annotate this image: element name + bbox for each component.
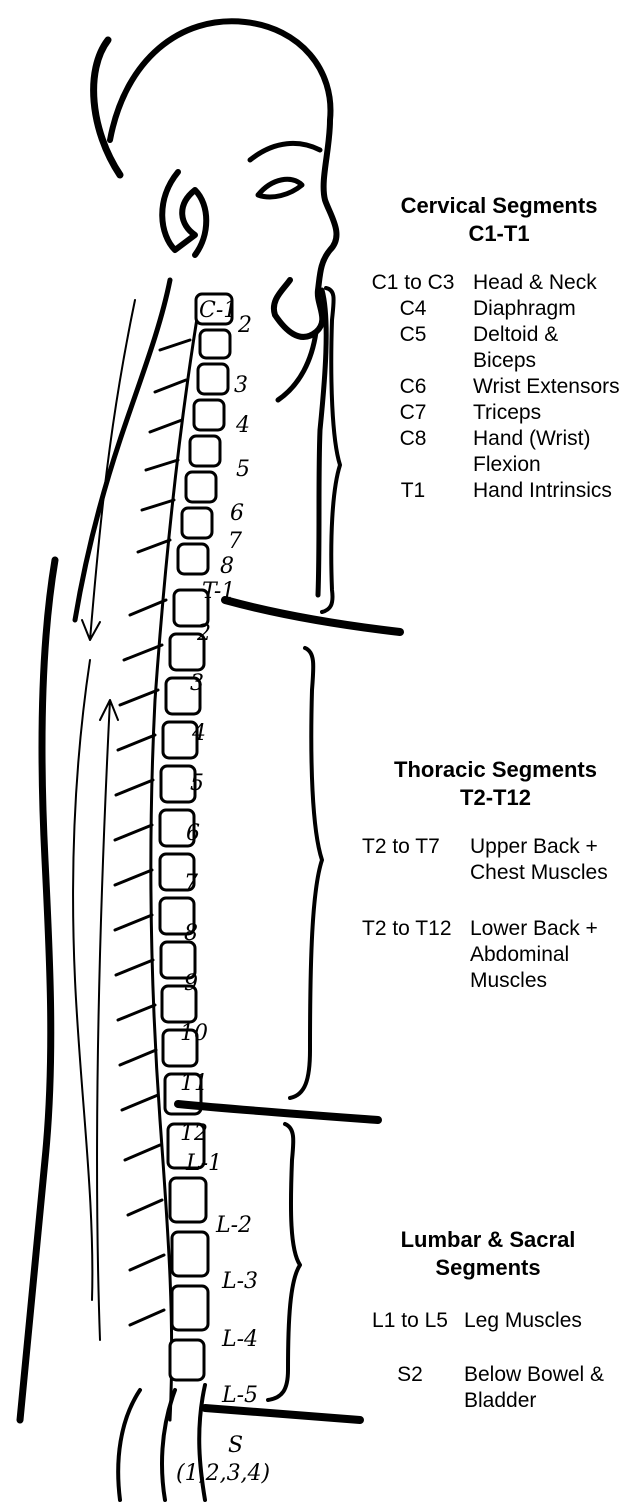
label-t11: 11 [180, 1071, 208, 1096]
label-t2: 2 [196, 621, 211, 646]
label-t10: 10 [180, 1021, 208, 1046]
ear [162, 172, 206, 255]
cervical-row: C4 Diaphragm [365, 296, 633, 322]
muscle-function: Hand (Wrist) Flexion [473, 426, 623, 478]
segment-label: S2 [368, 1362, 452, 1388]
label-s: S [228, 1433, 243, 1458]
label-l4: L-4 [221, 1327, 258, 1352]
back-outline [20, 560, 55, 1420]
label-t1: T-1 [202, 579, 235, 604]
lumbar-row: L1 to L5 Leg Muscles [368, 1308, 633, 1334]
muscle-function: Head & Neck [473, 270, 633, 296]
divider-cervical-thoracic [225, 600, 400, 632]
head-outline [110, 21, 336, 337]
thoracic-row: T2 to T12 Lower Back + Abdominal Muscles [358, 916, 633, 994]
label-c8: 8 [220, 554, 234, 579]
segment-label: C4 [365, 296, 461, 322]
thoracic-title: Thoracic Segments T2-T12 [358, 756, 633, 812]
divider-lumbar-sacral [205, 1408, 360, 1420]
label-c2: 2 [237, 313, 252, 338]
label-c1: C-1 [199, 298, 237, 323]
divider-thoracic-lumbar [178, 1104, 378, 1120]
label-c4: 4 [235, 413, 250, 438]
cervical-title-text: Cervical Segments [365, 192, 633, 220]
neck-front [318, 290, 326, 595]
cervical-row: T1 Hand Intrinsics [365, 478, 633, 504]
muscle-function: Lower Back + Abdominal Muscles [470, 916, 610, 994]
label-t5: 5 [190, 771, 204, 796]
thoracic-title-text: Thoracic Segments [358, 756, 633, 784]
segment-label: C1 to C3 [365, 270, 461, 296]
arrow-up [97, 700, 118, 1340]
thoracic-row: T2 to T7 Upper Back + Chest Muscles [358, 834, 633, 886]
cervical-row: C6 Wrist Extensors [365, 374, 633, 400]
segment-label: C5 [365, 322, 461, 348]
thoracic-section: Thoracic Segments T2-T12 T2 to T7 Upper … [358, 756, 633, 1006]
sacral-row: S2 Below Bowel & Bladder [368, 1362, 633, 1414]
muscle-function: Wrist Extensors [473, 374, 633, 400]
label-l1: L-1 [185, 1151, 222, 1176]
muscle-function: Below Bowel & Bladder [464, 1362, 614, 1414]
segment-label: T1 [365, 478, 461, 504]
cervical-row: C1 to C3 Head & Neck [365, 270, 633, 296]
brace-lumbar [268, 1124, 300, 1400]
muscle-function: Diaphragm [473, 296, 633, 322]
back-inner-line [73, 660, 92, 1300]
label-s-sub: (1,2,3,4) [176, 1461, 270, 1486]
label-t7: 7 [184, 871, 198, 896]
label-t4: 4 [191, 721, 206, 746]
neck-back [75, 280, 170, 620]
label-l2: L-2 [215, 1213, 252, 1238]
muscle-function: Upper Back + Chest Muscles [470, 834, 630, 886]
eye [258, 179, 302, 197]
label-t8: 8 [184, 921, 198, 946]
label-c7: 7 [228, 529, 242, 554]
face-jaw [278, 332, 316, 400]
muscle-function: Hand Intrinsics [473, 478, 633, 504]
cervical-row: C5 Deltoid & Biceps [365, 322, 633, 374]
segment-label: C6 [365, 374, 461, 400]
lumbar-title: Lumbar & Sacral Segments [368, 1226, 608, 1282]
lumbar-sacral-section: Lumbar & Sacral Segments L1 to L5 Leg Mu… [368, 1226, 633, 1426]
brow [250, 143, 320, 160]
thoracic-range: T2-T12 [358, 784, 633, 812]
cervical-row: C8 Hand (Wrist) Flexion [365, 426, 633, 478]
cervical-range: C1-T1 [365, 220, 633, 248]
label-l3: L-3 [221, 1269, 258, 1294]
label-c6: 6 [230, 501, 244, 526]
cervical-section: Cervical Segments C1-T1 C1 to C3 Head & … [365, 192, 633, 552]
segment-label: T2 to T7 [362, 834, 462, 860]
brace-thoracic [290, 648, 322, 1098]
label-t9: 9 [184, 971, 198, 996]
segment-label: L1 to L5 [368, 1308, 452, 1334]
lumbar-title-text: Lumbar & Sacral Segments [368, 1226, 608, 1282]
muscle-function: Leg Muscles [464, 1308, 632, 1334]
label-l5: L-5 [221, 1383, 258, 1408]
cervical-title: Cervical Segments C1-T1 [365, 192, 633, 248]
segment-label: C8 [365, 426, 461, 452]
label-t12: 12 [180, 1121, 208, 1146]
segment-label: C7 [365, 400, 461, 426]
label-c5: 5 [236, 457, 250, 482]
muscle-function: Deltoid & Biceps [473, 322, 565, 374]
segment-label: T2 to T12 [362, 916, 466, 942]
label-t3: 3 [190, 671, 204, 696]
label-t6: 6 [186, 821, 200, 846]
label-c3: 3 [234, 373, 248, 398]
cervical-row: C7 Triceps [365, 400, 633, 426]
muscle-function: Triceps [473, 400, 633, 426]
